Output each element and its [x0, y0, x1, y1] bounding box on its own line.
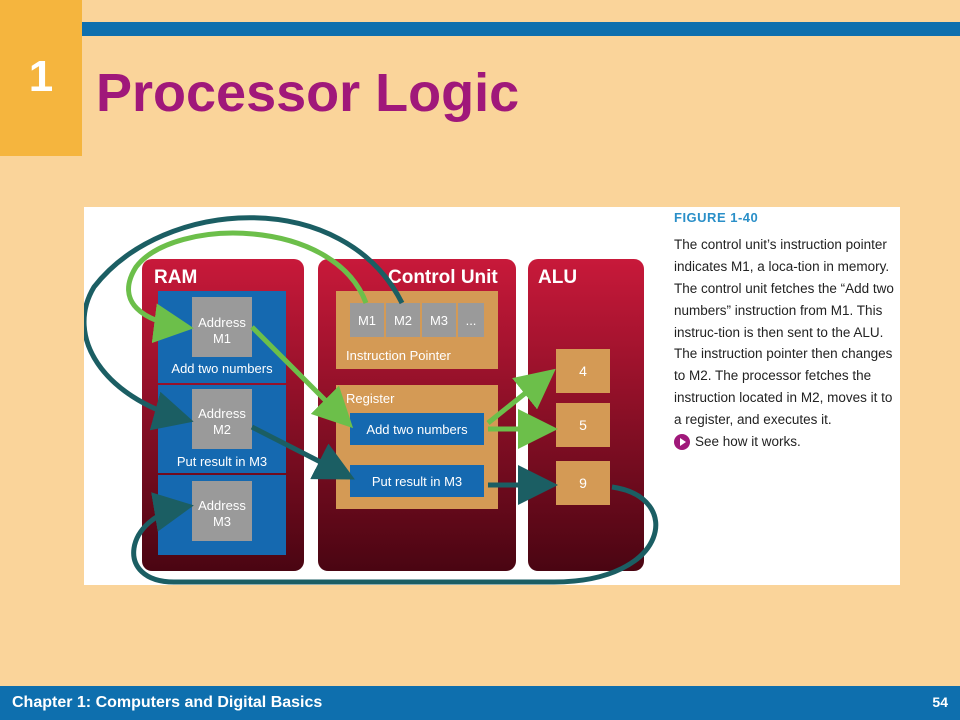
footer-page-number: 54: [932, 694, 948, 710]
pointer-slot-label-m2: M2: [394, 313, 412, 328]
footer-bar: Chapter 1: Computers and Digital Basics …: [0, 686, 960, 720]
chapter-number: 1: [28, 52, 54, 101]
address-id-m1: M1: [213, 331, 231, 346]
processor-diagram: RAM Control Unit ALU Address M1 Add two …: [84, 215, 659, 585]
see-how-it-works-link[interactable]: See how it works.: [674, 431, 900, 453]
top-accent-bar: [80, 22, 960, 36]
register-item-put-text: Put result in M3: [372, 474, 462, 489]
figure-label: FIGURE 1-40: [674, 210, 759, 225]
figure-panel: RAM Control Unit ALU Address M1 Add two …: [84, 207, 900, 585]
address-box-m1: [192, 297, 252, 357]
alu-label: ALU: [538, 267, 577, 288]
address-label-m3: Address: [198, 498, 246, 513]
page-title: Processor Logic: [96, 63, 520, 123]
pointer-slot-label-m3: M3: [430, 313, 448, 328]
instruction-pointer-label: Instruction Pointer: [346, 348, 451, 363]
ram-label: RAM: [154, 267, 197, 288]
green-arrow-m1-to-register: [250, 325, 354, 429]
address-id-m2: M2: [213, 422, 231, 437]
pointer-slot-m2: [386, 303, 420, 337]
green-arrow-register-to-alu-1: [486, 368, 556, 425]
address-box-m2: [192, 389, 252, 449]
register-label: Register: [346, 391, 395, 406]
teal-arrow-m2-to-register: [250, 424, 355, 480]
pointer-slot-label-m1: M1: [358, 313, 376, 328]
chapter-number-box: 1: [0, 0, 82, 156]
ram-content-m1: Add two numbers: [171, 361, 273, 376]
alu-value-box-1: [556, 349, 610, 393]
teal-arrow-pointer-to-m2: [84, 215, 405, 431]
control-unit-label: Control Unit: [388, 267, 498, 288]
ram-content-m2: Put result in M3: [177, 454, 267, 469]
register-item-put: [350, 465, 484, 497]
play-icon[interactable]: [674, 434, 690, 451]
alu-value-3: 9: [579, 475, 587, 491]
alu-value-2: 5: [579, 417, 587, 433]
pointer-slot-label-more: ...: [466, 313, 477, 328]
caption-text: The control unit’s instruction pointer i…: [674, 236, 894, 428]
address-id-m3: M3: [213, 514, 231, 529]
figure-caption: FIGURE 1-40 The control unit’s instructi…: [674, 207, 900, 453]
footer-chapter-title: Chapter 1: Computers and Digital Basics: [12, 694, 323, 711]
green-arrow-pointer-to-m1: [126, 230, 369, 344]
pointer-slot-more: [458, 303, 484, 337]
address-box-m3: [192, 481, 252, 541]
pointer-slot-m1: [350, 303, 384, 337]
pointer-slot-m3: [422, 303, 456, 337]
alu-value-1: 4: [579, 363, 587, 379]
alu-value-box-2: [556, 403, 610, 447]
alu-value-box-3: [556, 461, 610, 505]
see-how-it-works-text[interactable]: See how it works.: [695, 434, 801, 450]
register-item-add-text: Add two numbers: [366, 422, 468, 437]
register-item-add: [350, 413, 484, 445]
teal-arrow-alu-to-m3: [131, 484, 659, 585]
address-label-m1: Address: [198, 315, 246, 330]
address-label-m2: Address: [198, 406, 246, 421]
